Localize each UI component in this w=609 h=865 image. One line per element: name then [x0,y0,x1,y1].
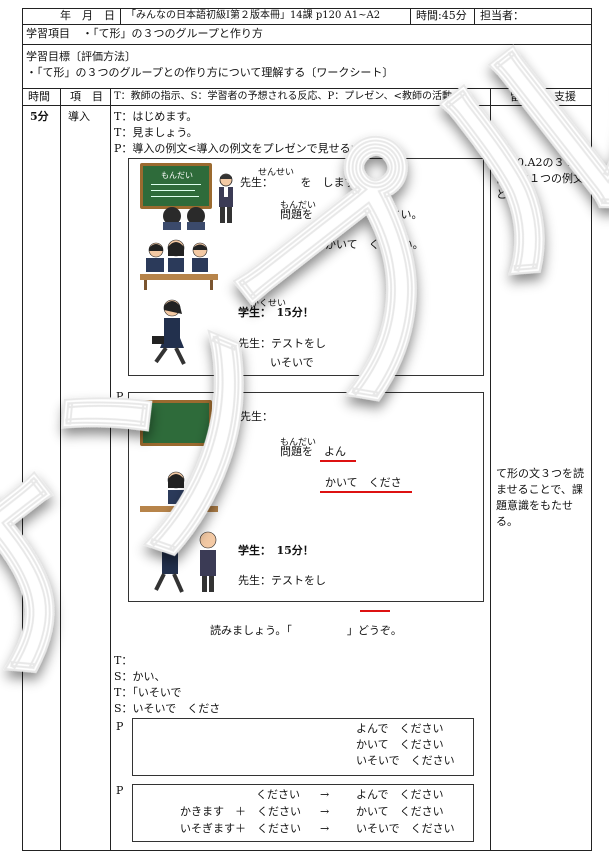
note-2: て形の文３つを読ませることで、課題意識をもたせる。 [496,467,584,528]
col-divider-item [110,88,111,851]
study-goal-bottom [22,88,592,89]
col-header-time: 時間 [28,90,50,103]
after-s1-line: S：かい、 [114,670,166,683]
box3-row-2: かいて ください [356,738,444,751]
furigana-mondai: もんだい [280,201,317,211]
box4-p-label: P [116,784,124,797]
header-row-bottom [22,24,592,25]
box4-row3-arrow: → [320,822,330,835]
col-divider-time [60,88,61,851]
column-header-bottom [22,105,592,106]
after-s2-line: S：いそいで くださ [114,702,221,715]
classroom-students-icon [140,239,218,290]
study-item-bottom [22,44,592,45]
study-item-value: ・「て形」の３つのグループと作り方 [82,27,263,40]
slide2-student-line: 学生： 15分！ [238,544,314,557]
box4-row3-b: いそいで ください [356,822,455,835]
activity-line-3: P：導入の例文<導入の例文をプレゼンで見せる> [114,142,360,155]
row-time: 5分 [30,110,49,123]
box4-row2-arrow: → [320,805,330,818]
frame-left [22,8,23,851]
running-student-icon [152,299,186,365]
box3-row-1: よんで ください [356,722,444,735]
slide1-student-line: 学生： 15分！ [238,306,314,319]
teacher-figure-icon [219,173,233,223]
slide2-teacher2-line: 先生：テストをし [238,574,326,587]
read-line: 読みましょう。「 」どうぞ。 [210,624,402,637]
slide1-hurry-line: いそいで [270,356,314,369]
box4-row1-a: ください [256,788,300,801]
row-item: 導入 [68,110,90,123]
slide1-teacher2-line: 先生：テストをし [238,337,326,350]
col-header-activity: T：教師の指示、S：学習者の予想される反応、P：プレゼン、<教師の活動> [114,91,461,102]
frame-bottom [22,850,592,851]
col-header-notes: 留意点・支援 [510,90,576,103]
slide2-furigana-mondai: もんだい [280,438,317,448]
frame-right [591,8,592,851]
activity-line-2: T：見ましょう。 [114,126,198,139]
textbook-title: 「みんなの日本語初級Ⅰ第２版本冊」14課 p120 A1~A2 [126,10,381,21]
slide1-problem-line: 問題を よんで ください。 [280,208,423,221]
red-underline [320,460,356,462]
chalkboard-illustration: もんだい [140,163,212,209]
slide2-write-line: かいて くださ [325,476,402,489]
header-divider [474,8,475,24]
col-divider-notes [490,88,491,851]
header-divider [410,8,411,24]
summary-box-2 [132,784,474,842]
header-divider [120,8,121,24]
after-t2-line: T：「いそいで [114,686,182,699]
slide2-problem-line: 問題を よん [280,445,346,458]
chalkboard-label: もんだい [161,171,193,180]
red-underline [360,610,390,612]
col-header-item: 項 目 [70,90,103,103]
box4-row1-arrow: → [320,788,330,801]
box4-row1-b: よんで ください [356,788,444,801]
furigana-sensei: せんせい [258,168,295,178]
slide1-teacher-line: 先生： を します。 [240,176,366,189]
classroom-students-icon [140,471,218,512]
students-back-icon [163,207,205,230]
study-goal-label: 学習目標〔評価方法〕 [26,50,136,63]
note-1: p120.A2の３つの例文は１つの例文として、 [496,156,587,201]
furigana-gakusei: がくせい [250,299,287,309]
activity-line-1: T：はじめます。 [114,110,198,123]
teacher-label: 担当者： [480,9,524,22]
box4-row3-a: いそぎます＋ ください [180,822,301,835]
box3-row-3: いそいで ください [356,754,455,767]
date-label: 年 月 日 [60,9,115,22]
slide2-p-label: P [116,390,124,403]
time-label: 時間:45分 [416,9,467,22]
frame-top [22,8,592,9]
study-item-label: 学習項目 [26,27,70,40]
red-underline [320,491,412,493]
slide2-teacher-line: 先生： [240,410,273,423]
after-t-line: T： [114,654,133,667]
study-goal-value: ・「て形」の３つのグループとの作り方について理解する〔ワークシート〕 [26,66,394,79]
summary-box-1 [132,718,474,776]
box3-p-label: P [116,720,124,733]
slide1-write-line: かいて ください。 [325,238,424,251]
box4-row2-a: かきます ＋ ください [180,805,301,818]
running-student-teacher-icon [154,531,217,593]
chalkboard-illustration [140,400,212,446]
box4-row2-b: かいて ください [356,805,444,818]
